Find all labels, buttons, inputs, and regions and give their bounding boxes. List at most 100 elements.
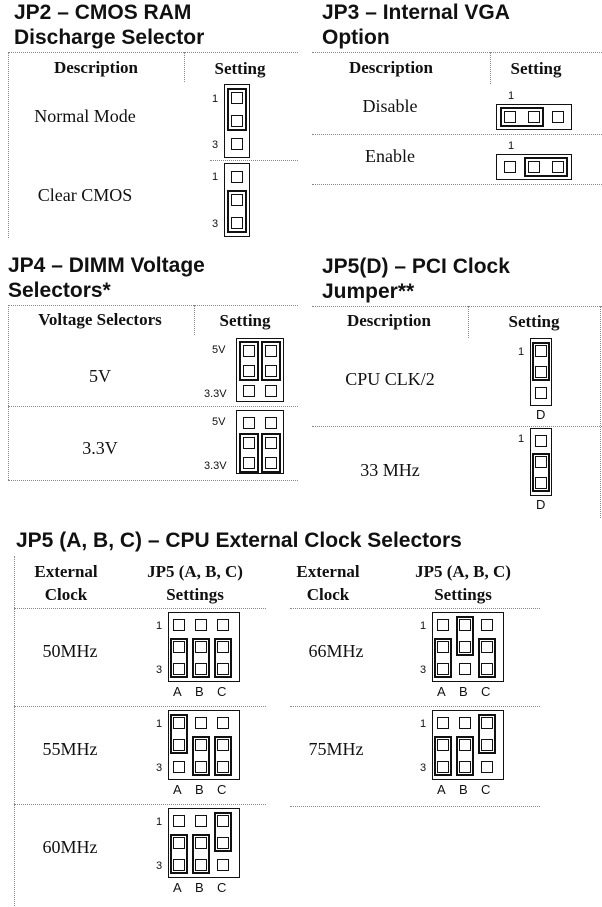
jumper-pin [217,815,229,827]
jumper-pin [173,619,185,631]
pin-1-label: 1 [420,718,427,730]
jumper-cap [192,834,210,874]
jumper-pin [173,859,185,871]
jp5abc-title: JP5 (A, B, C) – CPU External Clock Selec… [16,529,462,552]
clock-row-label: 66MHz [308,641,364,661]
jp5abc-header-external-right: External [296,562,360,581]
column-b-label: B [195,684,204,699]
jumper-pin [459,761,471,773]
column-a-label: A [437,684,446,699]
jp3-enable-jumper [496,154,572,180]
jumper-cap [170,638,188,678]
pin-1-label: 1 [156,620,163,632]
jp4-row-label-3.3v: 3.3V [82,438,118,458]
voltage-5v-label: 5V [212,416,226,428]
column-d-label: D [536,407,546,422]
clock-jumper-block [168,612,240,682]
jumper-pin [437,717,449,729]
jp3-title-line1: JP3 – Internal VGA [322,1,510,24]
jumper-pin [195,837,207,849]
jp5d-header-setting: Setting [508,312,560,331]
jumper-pin [195,761,207,773]
voltage-5v-label: 5V [212,344,226,356]
jp2-row-label-normal: Normal Mode [34,106,136,126]
jp5d-33mhz-jumper [530,428,552,496]
clock-row-label: 60MHz [42,837,98,857]
column-a-label: A [173,684,182,699]
column-c-label: C [217,684,227,699]
jp5d-title-line2: Jumper** [322,280,415,303]
jp2-header-setting: Setting [214,59,266,78]
jumper-pin [195,859,207,871]
voltage-3.3v-label: 3.3V [204,460,227,472]
pin-3-label: 3 [156,664,163,676]
jp4-row-label-5v: 5V [89,366,111,386]
jumper-pin [173,761,185,773]
jumper-pin [195,663,207,675]
pin-3-label: 3 [212,218,219,230]
jumper-cap [170,714,188,754]
pin-3-label: 3 [156,762,163,774]
jumper-pin [217,739,229,751]
jp3-row-label-enable: Enable [365,146,415,166]
jp4-title-line1: JP4 – DIMM Voltage [8,254,205,277]
jp5abc-header-external-left: External [34,562,98,581]
clock-row-label: 55MHz [42,739,98,759]
voltage-3.3v-label: 3.3V [204,388,227,400]
jumper-cap [456,736,474,776]
jp3-title-line2: Option [322,26,390,49]
jumper-pin [217,641,229,653]
jumper-pin [481,619,493,631]
jumper-pin [195,717,207,729]
pin-1-label: 1 [212,171,219,183]
jp5d-header-description: Description [346,311,432,330]
column-b-label: B [195,880,204,895]
jumper-pin [437,739,449,751]
jumper-pin [217,663,229,675]
jumper-pin [437,663,449,675]
jumper-pin [459,641,471,653]
pin-1-label: 1 [212,93,219,105]
clock-row-label: 50MHz [42,641,98,661]
pin-1-label: 1 [156,816,163,828]
jumper-pin [173,837,185,849]
jumper-pin [195,815,207,827]
jumper-cap [434,736,452,776]
jumper-pin [195,739,207,751]
jp4-header-voltage-selectors: Voltage Selectors [38,310,162,329]
clock-jumper-block [168,710,240,780]
jumper-pin [195,641,207,653]
jumper-pin [173,641,185,653]
jp4-header-setting: Setting [219,311,271,330]
jp3-disable-jumper [496,104,572,130]
column-c-label: C [481,782,491,797]
jumper-pin [217,619,229,631]
column-c-label: C [217,880,227,895]
column-c-label: C [217,782,227,797]
jp2-header-description: Description [53,58,139,77]
jumper-cap [192,638,210,678]
jp5abc-header-clock-left: Clock [44,585,88,604]
jp4-5v-jumper [236,338,284,402]
column-a-label: A [173,782,182,797]
clock-row-label: 75MHz [308,739,364,759]
jumper-pin [459,717,471,729]
jumper-cap [478,638,496,678]
pin-3-label: 3 [420,762,427,774]
pin-3-label: 3 [212,139,219,151]
jumper-pin [217,717,229,729]
column-c-label: C [481,684,491,699]
jp3-header-setting: Setting [510,59,562,78]
pin-1-label: 1 [508,140,515,152]
column-b-label: B [459,782,468,797]
jumper-pin [173,739,185,751]
jp2-title-line1: JP2 – CMOS RAM [14,1,192,24]
pin-1-label: 1 [420,620,427,632]
jp2-clear-jumper [224,163,250,237]
jumper-cap [170,834,188,874]
jumper-pin [217,837,229,849]
jp5abc-header-settings-right: JP5 (A, B, C) [415,562,511,581]
jumper-pin [459,739,471,751]
jumper-cap [434,638,452,678]
